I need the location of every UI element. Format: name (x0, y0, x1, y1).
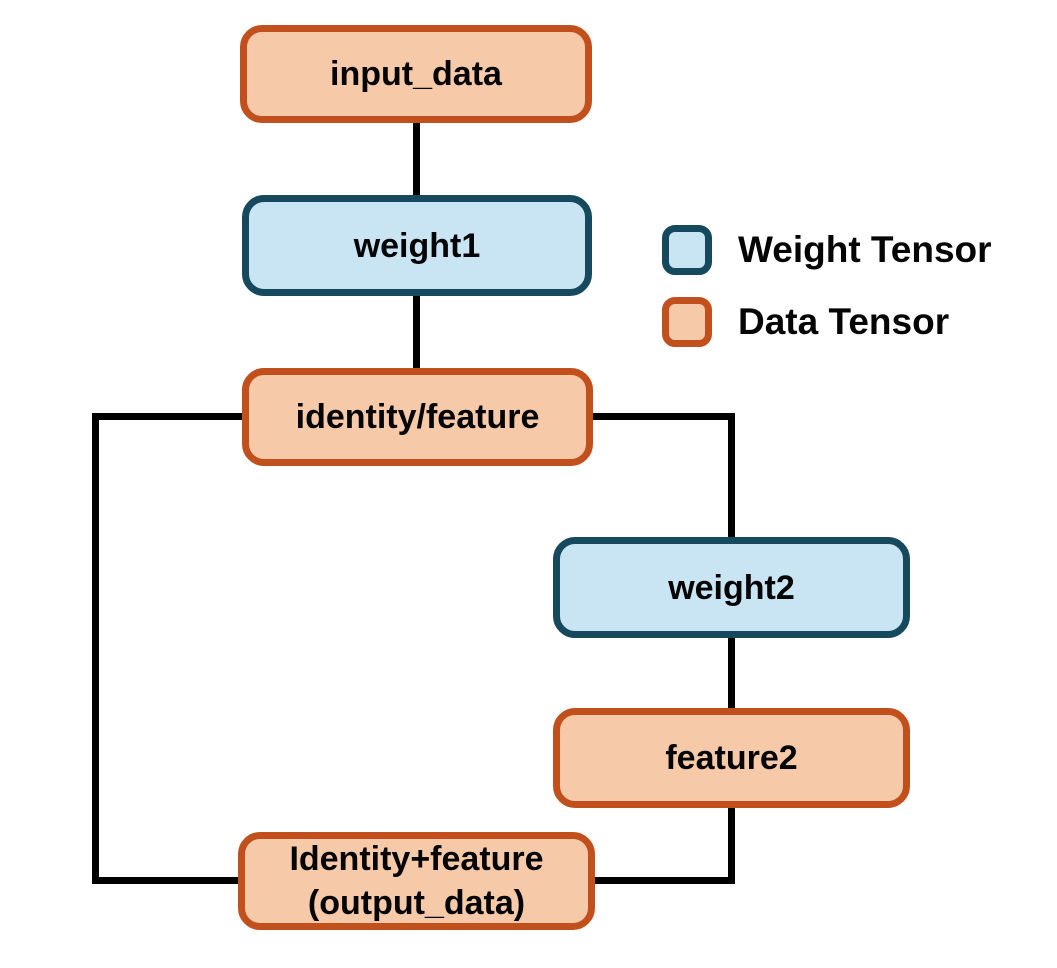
node-weight2-label: weight2 (668, 568, 795, 607)
node-feature2: feature2 (553, 708, 910, 808)
edge-weight2-to-feature2 (728, 634, 735, 712)
legend-item-data-tensor: Data Tensor (662, 297, 992, 347)
legend: Weight Tensor Data Tensor (662, 225, 992, 347)
weight-tensor-swatch-icon (662, 225, 712, 275)
edge-feature2-down-vertical (728, 804, 735, 884)
node-output-data-label: Identity+feature (output_data) (289, 840, 544, 922)
edge-input-to-weight1 (413, 119, 420, 201)
edge-skip-bottom-horizontal (92, 877, 244, 884)
data-tensor-swatch-icon (662, 297, 712, 347)
node-identity-feature: identity/feature (242, 368, 593, 466)
legend-label-weight-tensor: Weight Tensor (738, 229, 992, 270)
node-input-data-label: input_data (330, 55, 502, 93)
node-input-data: input_data (240, 25, 592, 123)
node-weight1-label: weight1 (353, 226, 481, 265)
edge-skip-vertical (92, 413, 99, 884)
node-identity-feature-label: identity/feature (295, 398, 540, 436)
node-weight2: weight2 (553, 537, 910, 638)
edge-identity-to-weight2-horizontal (589, 413, 735, 420)
edge-weight1-to-identity (413, 292, 420, 372)
edge-feature2-to-output-horizontal (591, 877, 735, 884)
edge-identity-to-weight2-vertical (728, 413, 735, 541)
node-weight1: weight1 (242, 195, 592, 296)
legend-label-data-tensor: Data Tensor (738, 301, 950, 342)
node-feature2-label: feature2 (665, 739, 798, 777)
edge-skip-top-horizontal (92, 413, 246, 420)
node-output-data: Identity+feature (output_data) (238, 832, 595, 930)
legend-item-weight-tensor: Weight Tensor (662, 225, 992, 275)
